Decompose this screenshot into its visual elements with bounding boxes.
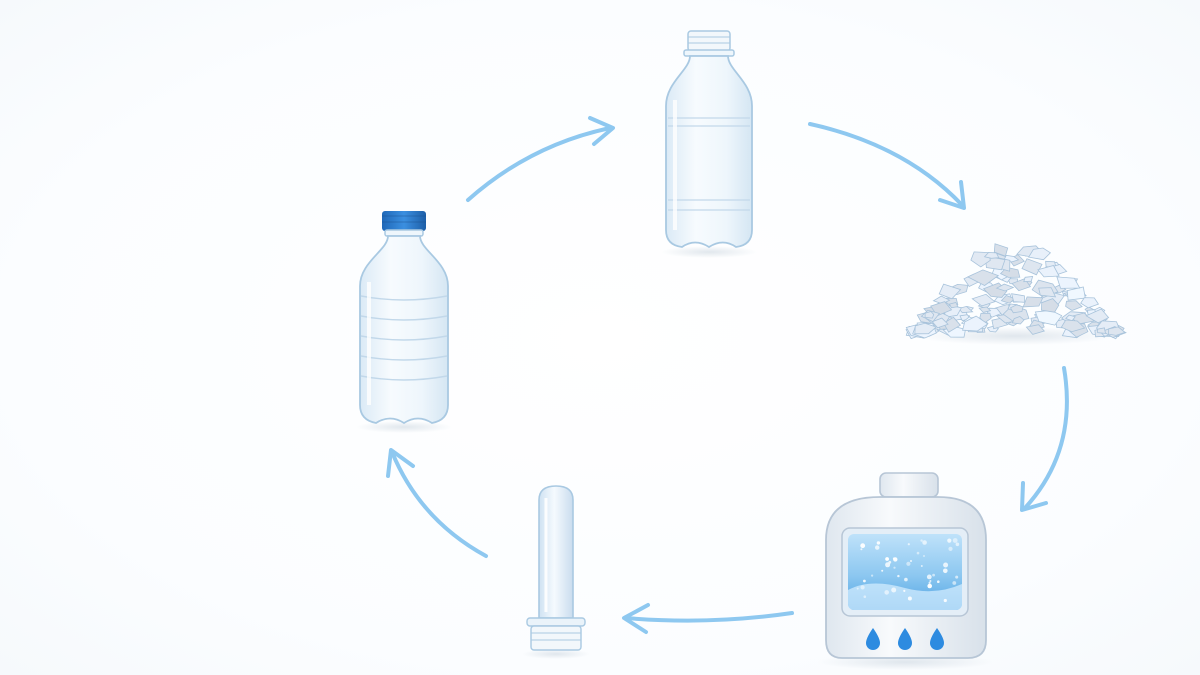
bubble bbox=[920, 539, 923, 542]
bubble bbox=[892, 557, 896, 560]
plastic-flake bbox=[931, 317, 949, 329]
bubble bbox=[893, 566, 896, 569]
bubble bbox=[860, 548, 863, 551]
bubble bbox=[907, 543, 910, 546]
plastic-flake bbox=[1022, 296, 1044, 308]
plastic-flake bbox=[1096, 327, 1106, 334]
bubble bbox=[943, 598, 947, 603]
plastic-flake bbox=[1085, 308, 1110, 324]
plastic-flake bbox=[1066, 286, 1086, 301]
plastic-flake bbox=[971, 293, 996, 307]
plastic-flake bbox=[1021, 258, 1043, 276]
droplet-icon bbox=[866, 628, 880, 650]
bubble bbox=[860, 585, 865, 590]
bubble bbox=[906, 561, 911, 566]
bubble bbox=[885, 562, 891, 568]
bubble bbox=[875, 545, 880, 550]
plastic-flake bbox=[978, 306, 992, 313]
bubble bbox=[952, 538, 958, 543]
bubble bbox=[856, 587, 859, 590]
empty-bottle-icon bbox=[661, 30, 757, 258]
plastic-flake bbox=[1080, 297, 1100, 309]
bubble bbox=[904, 577, 908, 582]
capped-water-bottle-icon bbox=[356, 211, 452, 433]
plastic-flake bbox=[1037, 265, 1060, 278]
plastic-flake bbox=[1038, 287, 1057, 298]
bubble bbox=[928, 581, 931, 585]
bottle-preform-icon bbox=[522, 485, 590, 659]
plastic-flake bbox=[1025, 324, 1046, 335]
bubble bbox=[888, 560, 892, 564]
plastic-flake bbox=[966, 269, 1000, 286]
bubble bbox=[955, 542, 960, 547]
plastic-flake bbox=[1108, 326, 1126, 336]
bubble bbox=[955, 575, 959, 579]
bubble bbox=[863, 595, 867, 598]
bubble bbox=[881, 569, 884, 572]
plastic-flake bbox=[1009, 304, 1024, 314]
bubble bbox=[922, 540, 927, 545]
plastic-flake bbox=[914, 322, 937, 335]
arrow-flakes-to-melting-machine bbox=[1020, 366, 1069, 512]
bubble bbox=[903, 589, 906, 593]
bubble bbox=[907, 596, 912, 601]
plastic-flake bbox=[932, 295, 951, 305]
bubble bbox=[927, 583, 932, 589]
bubble bbox=[860, 543, 866, 549]
plastic-flake bbox=[995, 283, 1015, 292]
bubble bbox=[948, 546, 953, 552]
cycle-arrows bbox=[386, 116, 1069, 634]
droplet-icon bbox=[930, 628, 944, 650]
droplet-icons bbox=[866, 628, 944, 650]
bubble bbox=[884, 590, 889, 595]
bubble bbox=[923, 555, 925, 557]
bubble bbox=[897, 574, 900, 578]
plastic-flake bbox=[1028, 247, 1052, 261]
melting-machine-icon bbox=[817, 472, 993, 670]
bubble bbox=[876, 541, 881, 545]
bubble bbox=[916, 551, 920, 555]
arrow-empty-bottle-to-flakes bbox=[808, 122, 966, 210]
plastic-flake bbox=[1040, 298, 1060, 313]
bubble bbox=[943, 562, 949, 568]
plastic-flake bbox=[1011, 316, 1025, 325]
plastic-flake bbox=[1060, 319, 1086, 333]
arrow-melting-machine-to-preform bbox=[622, 603, 794, 634]
plastic-flake bbox=[1011, 293, 1025, 303]
plastic-flake bbox=[993, 243, 1009, 257]
plastic-flake bbox=[983, 252, 1000, 259]
bubble bbox=[926, 574, 932, 580]
bubble bbox=[863, 579, 866, 583]
droplet-icon bbox=[898, 628, 912, 650]
plastic-flake bbox=[1023, 276, 1034, 283]
plastic-flake bbox=[924, 311, 935, 319]
plastic-flakes-icon bbox=[905, 243, 1127, 345]
plastic-flake bbox=[938, 283, 962, 300]
plastic-flake bbox=[962, 315, 989, 332]
bubble bbox=[920, 565, 923, 567]
arrow-preform-to-capped-bottle bbox=[386, 448, 488, 558]
arrow-capped-bottle-to-empty-bottle bbox=[466, 116, 615, 202]
bubble bbox=[891, 587, 897, 593]
plastic-flake bbox=[948, 302, 959, 309]
bubble bbox=[910, 560, 912, 562]
bubble bbox=[943, 568, 948, 574]
bubble bbox=[932, 573, 935, 577]
plastic-flake bbox=[1056, 276, 1081, 289]
bubble bbox=[947, 538, 952, 543]
bubble bbox=[929, 580, 932, 582]
melting-bubbles bbox=[856, 538, 960, 603]
plastic-flake bbox=[1065, 314, 1076, 322]
plastic-flake bbox=[1065, 300, 1083, 311]
bubble bbox=[952, 581, 957, 585]
bubble bbox=[871, 574, 874, 577]
bubble bbox=[937, 580, 940, 583]
bubble bbox=[885, 557, 889, 561]
